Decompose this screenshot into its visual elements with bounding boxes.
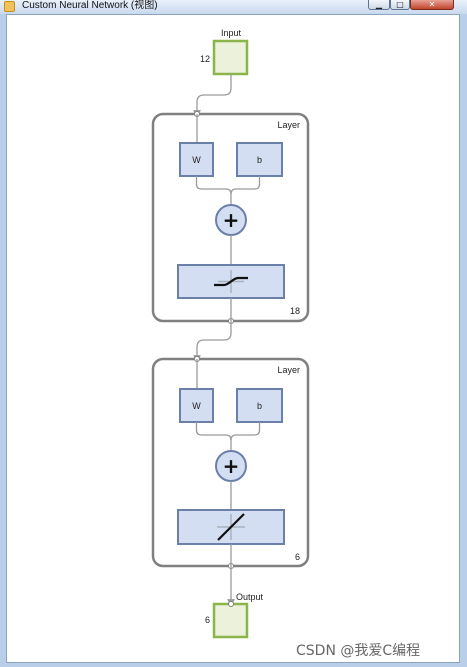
layer2-weight-label: W xyxy=(192,401,201,411)
window-titlebar[interactable]: Custom Neural Network (视图) ▁ □ ✕ xyxy=(0,0,467,14)
input-block[interactable] xyxy=(212,39,249,76)
layer1-size: 18 xyxy=(290,306,300,316)
layer1-bias-label: b xyxy=(257,155,262,165)
layer2-b-wire xyxy=(230,422,261,441)
layer2-weight-block[interactable] xyxy=(179,388,214,423)
layer2-bias-block[interactable] xyxy=(236,388,283,423)
layer2-label: Layer xyxy=(277,365,300,375)
layer2-size: 6 xyxy=(295,552,300,562)
input-label: Input xyxy=(221,28,242,38)
tansig-icon xyxy=(214,270,248,293)
output-port xyxy=(228,601,234,607)
minimize-button[interactable]: ▁ xyxy=(368,0,390,10)
layer1-b-wire xyxy=(230,176,261,195)
layer1-bias-block[interactable] xyxy=(236,142,283,177)
layer2-bias-label: b xyxy=(257,401,262,411)
layer1-w-wire xyxy=(195,176,232,204)
layer2-sum-icon: + xyxy=(223,454,240,478)
csdn-watermark: CSDN @我爱C编程 xyxy=(296,643,421,659)
layer1-weight-label: W xyxy=(192,155,201,165)
output-block[interactable] xyxy=(212,602,249,639)
window-title: Custom Neural Network (视图) xyxy=(22,0,158,11)
layer1-weight-block[interactable] xyxy=(179,142,214,177)
app-icon xyxy=(4,1,15,12)
input-size: 12 xyxy=(200,54,210,64)
purelin-icon xyxy=(217,513,245,541)
layer2-w-wire xyxy=(195,422,232,451)
maximize-button[interactable]: □ xyxy=(390,0,410,10)
layer1-sum-icon: + xyxy=(223,208,240,232)
close-button[interactable]: ✕ xyxy=(410,0,454,10)
layer1-to-layer2-wire xyxy=(193,298,232,363)
layer1-label: Layer xyxy=(277,120,300,130)
output-size: 6 xyxy=(205,615,210,625)
input-to-layer1-wire xyxy=(193,74,232,118)
diagram-canvas xyxy=(6,14,460,663)
output-label: Output xyxy=(236,592,264,602)
